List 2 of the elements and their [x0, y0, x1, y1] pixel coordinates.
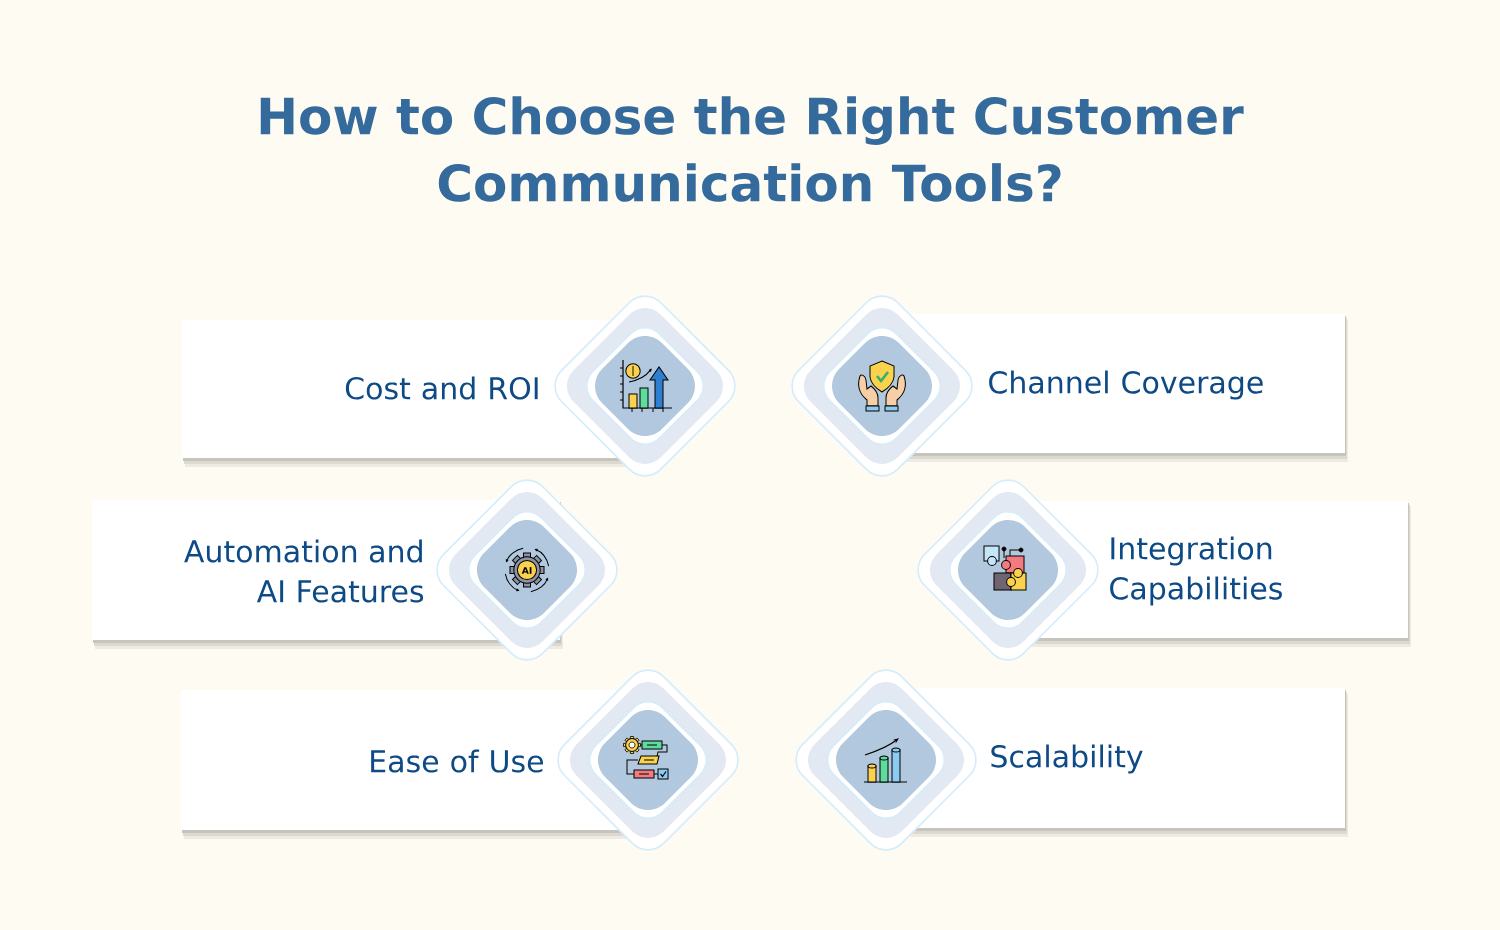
title: How to Choose the Right Customer Communication Tools? [260, 96, 1244, 202]
icon-label: AI [521, 567, 532, 574]
